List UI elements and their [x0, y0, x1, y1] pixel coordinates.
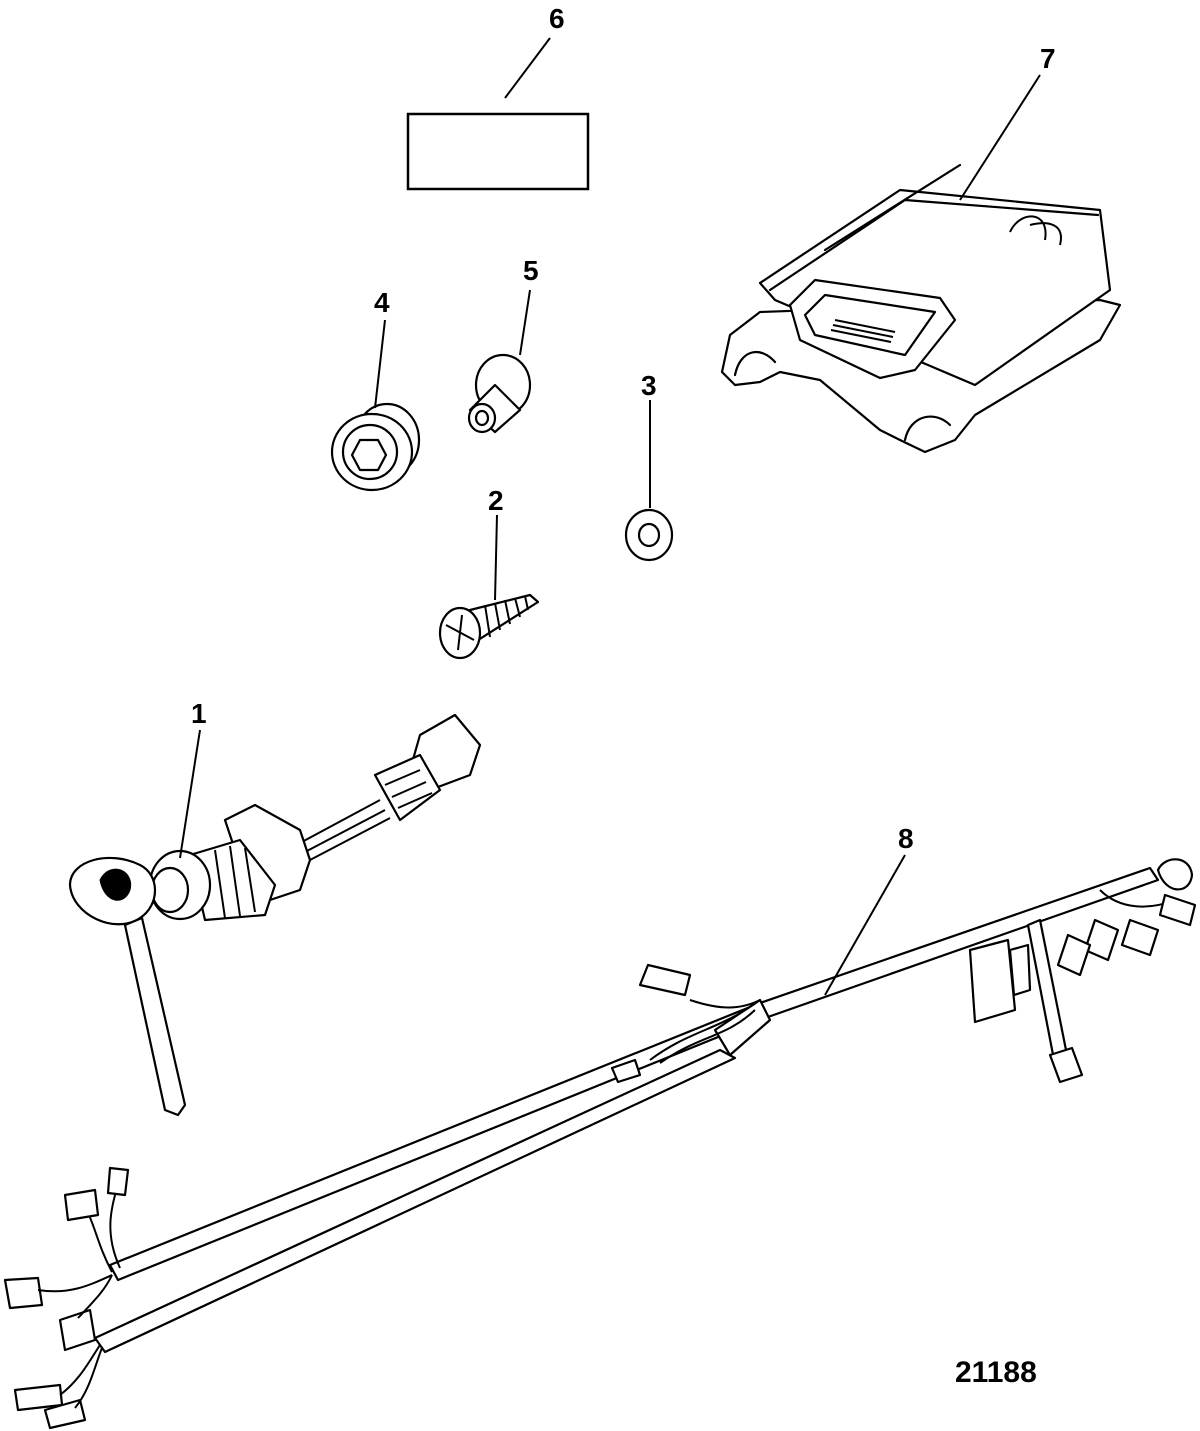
- part-3-washer: [624, 508, 674, 562]
- leader-line-2: [494, 514, 498, 601]
- leader-line-7: [959, 74, 1041, 201]
- screw-threads: [484, 595, 529, 638]
- callout-6: 6: [549, 3, 565, 34]
- connector-pins: [830, 319, 896, 343]
- leader-line-4: [374, 319, 386, 409]
- part-5-bushing: [467, 353, 532, 434]
- callout-4: 4: [374, 287, 390, 318]
- callout-3: 3: [641, 370, 657, 401]
- part-6-decal: [406, 112, 590, 191]
- callout-5: 5: [523, 255, 539, 286]
- callout-2: 2: [488, 485, 504, 516]
- callout-7: 7: [1040, 43, 1056, 74]
- part-7-module: [720, 163, 1122, 454]
- part-8-wiring-harness: [3, 858, 1197, 1430]
- leader-line-6: [504, 37, 551, 99]
- leader-line-8: [824, 854, 906, 996]
- callout-1: 1: [191, 698, 207, 729]
- leader-line-5: [519, 289, 531, 356]
- callout-8: 8: [898, 823, 914, 854]
- figure-number: 21188: [955, 1356, 1037, 1389]
- part-1-key-switch: [68, 713, 482, 1117]
- part-2-screw: [438, 593, 540, 660]
- leader-line-1: [179, 729, 201, 859]
- barrel-threads: [214, 845, 256, 919]
- part-4-plug: [330, 402, 421, 492]
